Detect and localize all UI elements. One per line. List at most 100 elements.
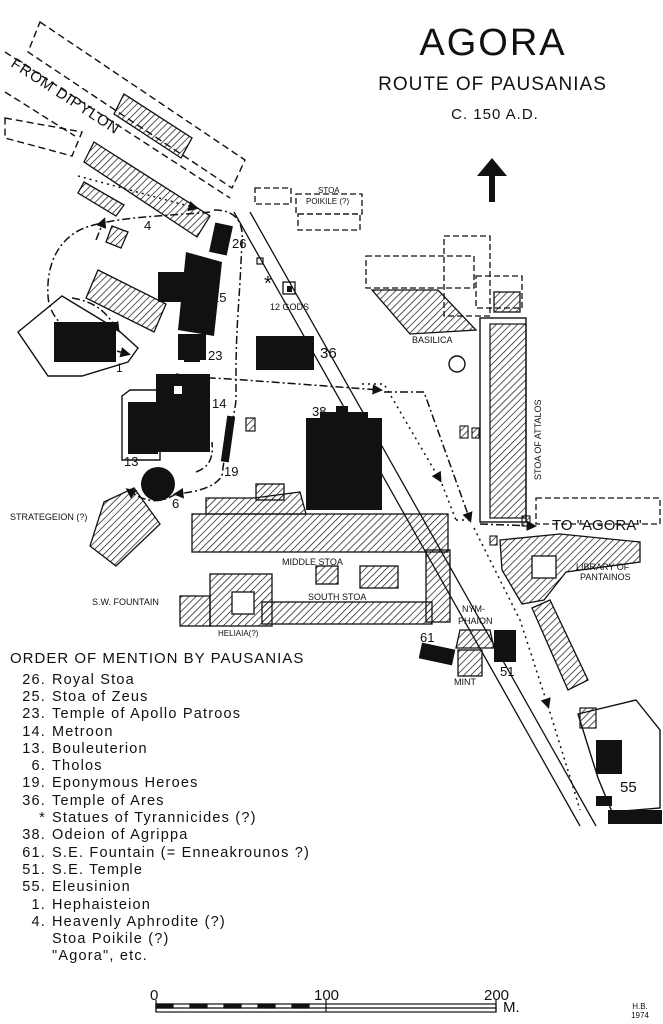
label-sw-fountain: S.W. FOUNTAIN: [92, 597, 159, 607]
legend-item-label: Hephaisteion: [52, 896, 152, 913]
legend-item-label: Bouleuterion: [52, 740, 148, 757]
label-from-dipylon: FROM DIPYLON: [8, 55, 123, 138]
stoa-of-zeus: [158, 252, 222, 360]
scale-unit: M.: [503, 999, 520, 1016]
legend-item-number: 36.: [22, 792, 46, 809]
legend: ORDER OF MENTION BY PAUSANIAS 26.Royal S…: [10, 650, 370, 965]
label-stoa: STOA: [318, 186, 340, 195]
legend-item: 51. S.E. Temple: [10, 861, 370, 878]
legend-item-number: 19.: [22, 775, 46, 792]
legend-item-label: Odeion of Agrippa: [52, 827, 189, 844]
legend-item-label: Temple of Apollo Patroos: [52, 706, 242, 723]
legend-item: 4. Heavenly Aphrodite (?): [10, 913, 370, 930]
legend-item: 38. Odeion of Agrippa: [10, 827, 370, 844]
label-basilica: BASILICA: [412, 335, 453, 345]
legend-item: 6. Tholos: [10, 757, 370, 774]
heliaia: [179, 573, 273, 627]
library-of-pantainos: [499, 533, 641, 691]
credit-initials: H.B.: [632, 1002, 648, 1011]
num-51: 51: [500, 664, 514, 679]
stoa-poikile-outline: [254, 187, 363, 231]
hatched-small-2: [459, 425, 469, 439]
legend-item-number: 14.: [22, 723, 46, 740]
pausanias-route: [47, 175, 581, 811]
royal-stoa: [209, 222, 233, 256]
legend-item-number: 4.: [31, 913, 46, 930]
hephaisteion: [17, 295, 139, 377]
to-agora-outline: [535, 497, 661, 525]
legend-item: 19.Eponymous Heroes: [10, 775, 370, 792]
label-south-stoa: SOUTH STOA: [308, 592, 366, 602]
num-1: 1: [116, 361, 123, 375]
odeion-of-agrippa: [306, 406, 382, 510]
num-4: 4: [144, 218, 151, 233]
basilica: [370, 289, 478, 335]
north-arrow-icon: [477, 158, 507, 202]
dipylon-road: [4, 20, 246, 199]
legend-item: 13.Bouleuterion: [10, 740, 370, 757]
tholos: [141, 467, 175, 501]
label-stoa-attalos: STOA OF ATTALOS: [533, 399, 543, 480]
scale-tick-0: 0: [150, 987, 158, 1004]
legend-item-label: Royal Stoa: [52, 671, 135, 688]
scale-tick-100: 100: [314, 987, 339, 1004]
legend-item-number: 61.: [22, 844, 46, 861]
legend-item-number: 51.: [22, 861, 46, 878]
map-date: C. 150 A.D.: [451, 106, 539, 123]
legend-item: 26.Royal Stoa: [10, 671, 370, 688]
legend-item-label: Stoa of Zeus: [52, 688, 149, 705]
road-buildings: [77, 93, 211, 249]
hatched-small-1: [245, 417, 256, 432]
legend-item-number: 6.: [31, 758, 46, 775]
twelve-gods-altar: [282, 281, 296, 295]
bouleuterion: [121, 389, 161, 461]
legend-item: 14.Metroon: [10, 723, 370, 740]
map-title: AGORA: [419, 22, 567, 64]
num-25: 25: [212, 290, 226, 305]
credit: H.B. 1974: [624, 1002, 656, 1020]
label-strategeion: STRATEGEION (?): [10, 512, 87, 522]
hatched-small-4: [521, 515, 531, 527]
num-61: 61: [420, 630, 434, 645]
legend-item: 55.Eleusinion: [10, 879, 370, 896]
label-phaion: PHAION: [458, 616, 493, 626]
num-38: 38: [312, 404, 326, 419]
legend-item-label: Heavenly Aphrodite (?): [52, 913, 226, 930]
num-13: 13: [124, 454, 138, 469]
label-pantainos: PANTAINOS: [580, 572, 631, 582]
middle-stoa: [191, 483, 451, 623]
label-mint: MINT: [454, 677, 476, 687]
legend-item-label: S.E. Temple: [52, 861, 144, 878]
legend-item: 36. Temple of Ares: [10, 792, 370, 809]
legend-item: Stoa Poikile (?): [10, 930, 370, 947]
legend-item: 61.S.E. Fountain (= Enneakrounos ?): [10, 844, 370, 861]
legend-item-label: Stoa Poikile (?): [52, 931, 170, 948]
tyrannicides-star-icon: *: [264, 273, 272, 295]
num-23: 23: [208, 348, 222, 363]
label-middle-stoa: MIDDLE STOA: [282, 557, 343, 567]
legend-item-number: 55.: [22, 879, 46, 896]
num-36: 36: [320, 345, 337, 362]
hatched-small-5: [489, 535, 498, 546]
num-26: 26: [232, 236, 246, 251]
legend-item-label: Statues of Tyrannicides (?): [52, 810, 257, 827]
num-14: 14: [212, 396, 226, 411]
legend-item: "Agora", etc.: [10, 948, 370, 965]
stoa-of-attalos: [479, 317, 527, 523]
se-fountain: [418, 642, 456, 666]
eleusinion: [577, 699, 662, 824]
legend-item-number: 38.: [22, 827, 46, 844]
legend-item-number: 1.: [31, 896, 46, 913]
temple-of-apollo: [184, 340, 200, 362]
metroon: [156, 374, 210, 452]
stoa-of-attalos-corner: [493, 291, 521, 313]
round-monument: [448, 355, 466, 373]
scale-tick-200: 200: [484, 987, 509, 1004]
legend-item-label: Tholos: [52, 758, 103, 775]
legend-item-label: Temple of Ares: [52, 792, 165, 809]
legend-item: * Statues of Tyrannicides (?): [10, 809, 370, 826]
scale-bar: [155, 1000, 497, 1013]
legend-item-number: *: [39, 810, 46, 827]
